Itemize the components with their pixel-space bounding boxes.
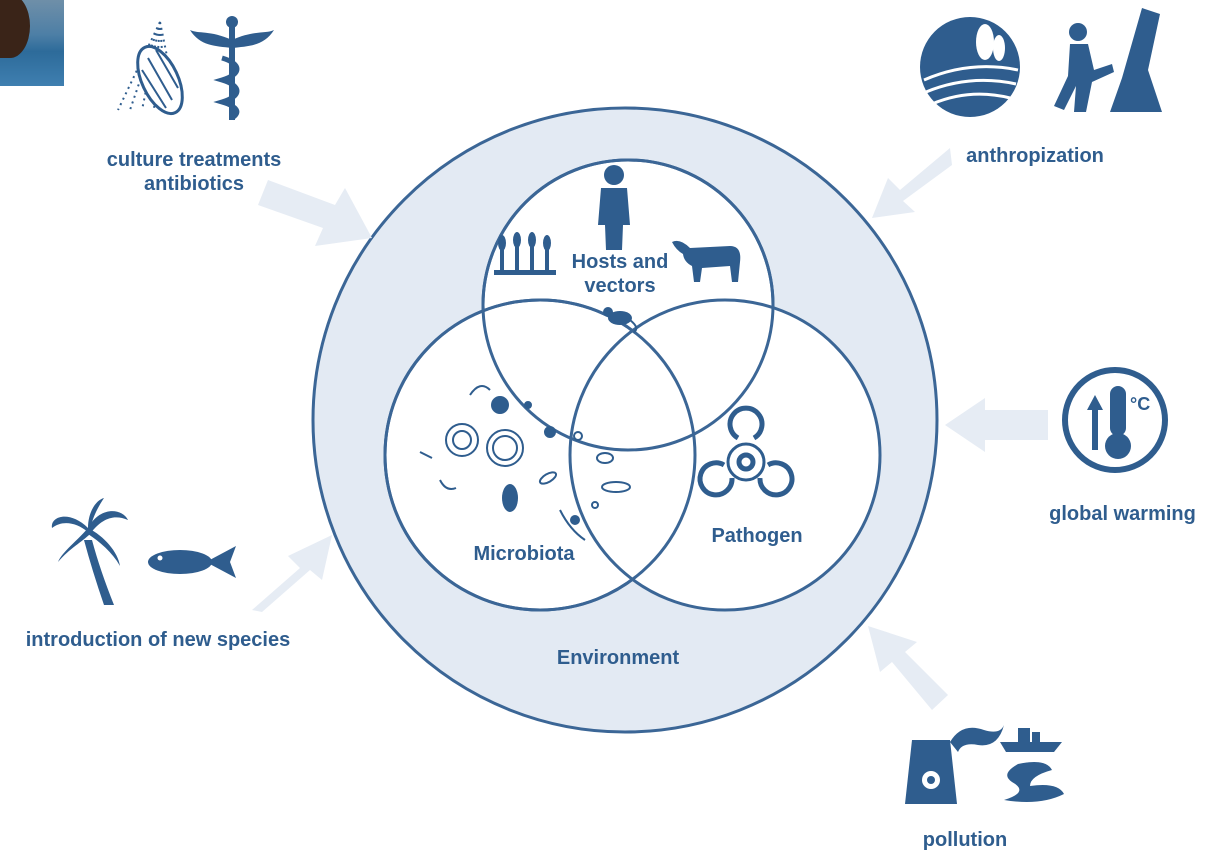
portrait-photo [0, 0, 64, 86]
palm-tree-icon [51, 498, 128, 605]
arrow-global-warming [945, 398, 1048, 452]
culture-treatments-text: culture treatments [106, 149, 282, 171]
pollution-label: pollution [922, 829, 1008, 851]
introduction-new-species-label: introduction of new species [25, 629, 291, 651]
global-warming-label: global warming [1049, 503, 1196, 525]
corn-spray-icon [117, 21, 184, 116]
biohazard-icon [697, 405, 795, 498]
crops-icon [494, 232, 556, 275]
pathogen-circle [568, 298, 882, 612]
culture-treatments-label: culture treatments antibiotics [94, 148, 294, 196]
pathogen-label: Pathogen [711, 525, 802, 547]
rat-icon [603, 307, 638, 333]
arrow-new-species [252, 535, 332, 612]
thermometer-icon: °C [1062, 367, 1168, 473]
fish-icon [148, 546, 236, 578]
hosts-label-line1: Hosts and [572, 251, 669, 273]
cow-icon [672, 240, 741, 282]
oil-spill-icon [1000, 728, 1064, 802]
hosts-label-line2: vectors [584, 275, 655, 297]
influence-arrows [252, 148, 1048, 710]
person-icon [598, 165, 630, 250]
thermometer-unit-label: °C [1130, 394, 1150, 414]
environment-label: Environment [557, 647, 680, 669]
anthropization-label: anthropization [966, 145, 1104, 167]
microbes-icon [419, 385, 631, 541]
arrow-pollution [868, 626, 948, 710]
factory-icon [905, 725, 1004, 804]
field-landscape-icon [920, 17, 1020, 117]
antibiotics-text: antibiotics [143, 173, 244, 195]
microbiota-label: Microbiota [473, 543, 575, 565]
arrow-anthropization [872, 148, 952, 218]
tree-cutting-icon [1054, 8, 1162, 112]
caduceus-icon [190, 16, 274, 121]
arrow-culture [258, 180, 372, 246]
